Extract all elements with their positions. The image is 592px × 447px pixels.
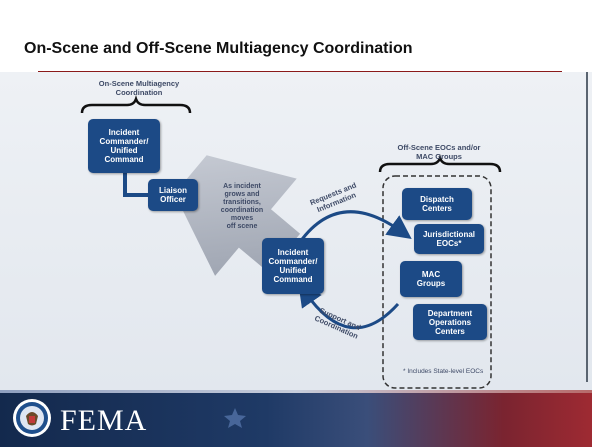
slide-title: On-Scene and Off-Scene Multiagency Coord… — [24, 40, 413, 57]
footer-banner: FEMA — [0, 390, 592, 447]
fema-wordmark: FEMA — [60, 404, 148, 437]
incident-command-box-top: Incident Commander/ Unified Command — [88, 119, 160, 173]
title-divider — [38, 71, 562, 72]
growth-text: As incident grows and transitions, coord… — [220, 183, 264, 230]
dispatch-centers-box: Dispatch Centers — [402, 188, 472, 220]
on-scene-brace — [80, 95, 192, 114]
off-scene-group-border — [382, 175, 492, 389]
off-scene-label: Off-Scene EOCs and/or MAC Groups — [397, 143, 481, 161]
off-scene-brace — [378, 154, 502, 173]
mac-groups-box: MAC Groups — [400, 261, 462, 297]
on-scene-label: On-Scene Multiagency Coordination — [98, 79, 180, 97]
liaison-connector — [123, 173, 150, 197]
department-operations-centers-box: Department Operations Centers — [413, 304, 487, 340]
jurisdictional-eocs-box: Jurisdictional EOCs* — [414, 224, 484, 254]
dhs-seal-icon — [13, 399, 51, 437]
footnote: * Includes State-level EOCs — [403, 368, 484, 375]
star-swoosh-icon — [224, 408, 246, 428]
support-arrow — [298, 282, 400, 330]
incident-command-box-center: Incident Commander/ Unified Command — [262, 238, 324, 294]
footer-highlight-line — [0, 390, 592, 393]
requests-arrow — [298, 210, 412, 243]
liaison-officer-box: Liaison Officer — [148, 179, 198, 211]
right-edge-bar — [586, 72, 588, 382]
diagram-area: On-Scene Multiagency Coordination Incide… — [0, 72, 592, 390]
